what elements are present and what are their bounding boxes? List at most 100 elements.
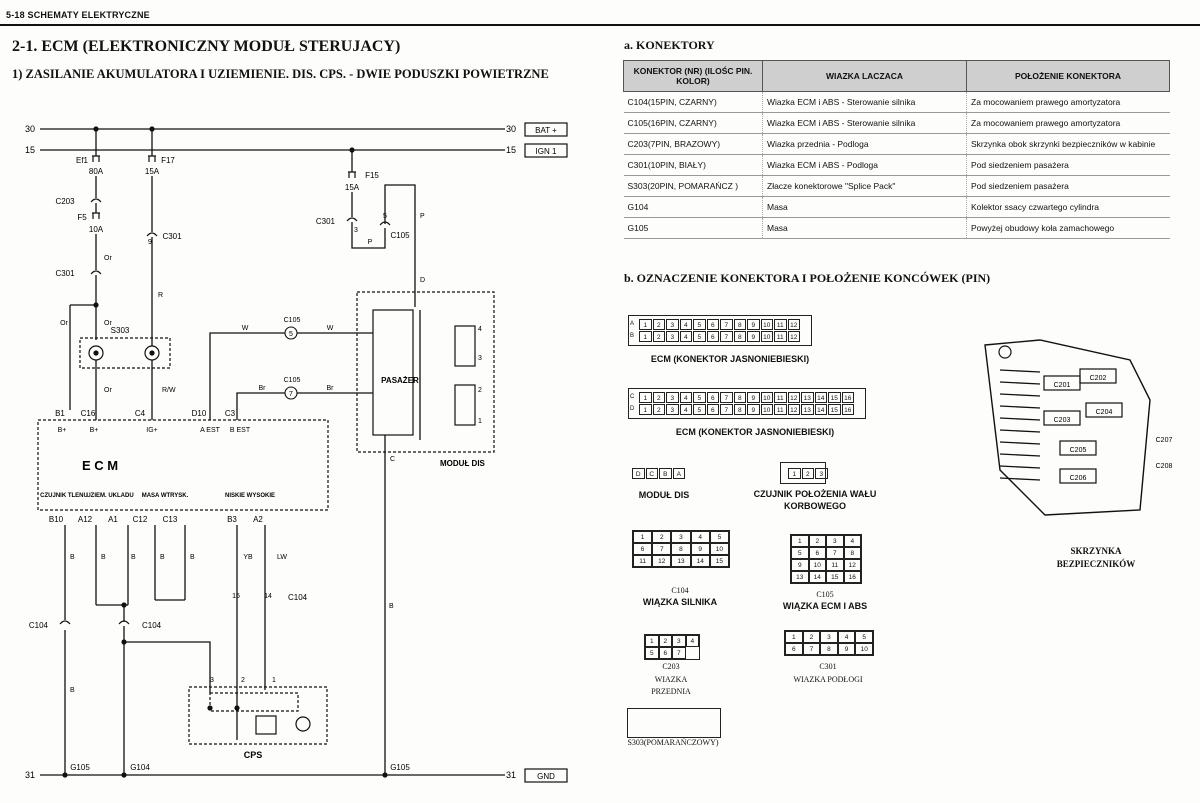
ecm-pin: B10 — [49, 515, 64, 524]
wire-label: B — [389, 603, 394, 610]
pin: 11 — [774, 319, 787, 330]
pin: 2 — [652, 392, 665, 403]
fuse-symbol — [148, 155, 156, 162]
pin: 7 — [720, 331, 733, 342]
table-row: S303(20PIN, POMARAŃCZ )Złacze konektorow… — [623, 175, 1170, 197]
wire-label: P — [420, 213, 425, 220]
pin: 8 — [843, 547, 861, 559]
pin: 3 — [672, 635, 686, 647]
pin: 13 — [791, 571, 809, 583]
pin: 2 — [652, 331, 665, 342]
fuse-amp: 15A — [345, 183, 360, 192]
conn-label: C301 — [55, 269, 75, 278]
row-letter: B — [630, 333, 635, 339]
fusebox-label: C206 — [1070, 475, 1087, 482]
rail-label: 15 — [25, 145, 35, 155]
pin: 12 — [787, 331, 800, 342]
ecm-input: A EST — [200, 427, 221, 434]
connector-symbol — [90, 270, 102, 275]
pin: 9 — [747, 331, 760, 342]
fuse-slot — [999, 441, 1041, 445]
fusebox-label: C204 — [1096, 409, 1113, 416]
pin: 3 — [666, 392, 679, 403]
fuse-slot — [999, 393, 1041, 397]
fuse-amp: 15A — [145, 167, 160, 176]
wire-label: LW — [277, 554, 287, 561]
gear-icon — [295, 716, 311, 732]
fusebox-bolt-icon — [998, 345, 1012, 359]
pin: 3 — [671, 531, 691, 543]
junction-dot — [121, 772, 127, 778]
pin: 9 — [837, 643, 856, 655]
pin: 11 — [633, 555, 653, 567]
pin: 10 — [760, 404, 773, 415]
pin: 11 — [774, 404, 787, 415]
ecm-group: MASA WTRYSK. — [142, 493, 189, 499]
pin: 5 — [693, 392, 706, 403]
pin: 13 — [801, 392, 814, 403]
conn-node — [284, 386, 298, 400]
pin: 4 — [679, 319, 692, 330]
pin: 7 — [826, 547, 844, 559]
pin: A — [672, 468, 685, 479]
pin: 5 — [693, 404, 706, 415]
ecm-pin: D10 — [192, 409, 207, 418]
conn-node — [284, 326, 298, 340]
pin: 1 — [788, 468, 801, 479]
coil-2 — [454, 384, 476, 426]
page-header: 5-18 SCHEMATY ELEKTRYCZNE — [6, 10, 150, 20]
fuse-slot — [999, 417, 1041, 421]
ecm2-caption: ECM (KONEKTOR JASNONIEBIESKI) — [675, 427, 835, 437]
pin: 5 — [791, 547, 809, 559]
pin: 3 — [666, 331, 679, 342]
ecm-title: E C M — [82, 458, 118, 473]
pin-num: 7 — [289, 391, 293, 398]
cps-inner — [209, 692, 299, 712]
pin: 1 — [785, 631, 803, 643]
ecm-pin: C16 — [81, 409, 96, 418]
fuse-slot — [999, 405, 1041, 409]
table-cell: Powyżej obudowy koła zamachowego — [966, 217, 1170, 239]
wire-label: B — [101, 554, 106, 561]
ecm-input: B EST — [230, 427, 251, 434]
pin: 3 — [815, 468, 828, 479]
coil-1 — [454, 325, 476, 367]
pin: 16 — [841, 404, 854, 415]
row-letter: C — [630, 394, 635, 400]
pin: 8 — [733, 392, 746, 403]
fusebox-label: C203 — [1054, 417, 1071, 424]
table-cell: Masa — [762, 196, 967, 218]
pin: 4 — [690, 531, 710, 543]
fusebox-label: C207 — [1156, 437, 1173, 444]
c104-subcaption: WIĄZKA SILNIKA — [642, 597, 718, 607]
pin: 2 — [652, 319, 665, 330]
wire-label: R — [158, 292, 163, 299]
pin: 8 — [733, 331, 746, 342]
connector-symbol — [118, 620, 130, 625]
pin: 6 — [658, 647, 672, 659]
ecm1-caption: ECM (KONEKTOR JASNONIEBIESKI) — [650, 354, 810, 364]
pin: 5 — [693, 331, 706, 342]
fusebox-label: C205 — [1070, 447, 1087, 454]
fusebox-connector — [1079, 368, 1117, 384]
modul-dis-box — [356, 291, 495, 453]
pin: 10 — [760, 392, 773, 403]
pin: 12 — [652, 555, 672, 567]
s303-splice-box — [79, 337, 171, 369]
fusebox-label: C202 — [1090, 375, 1107, 382]
conn-label: S303 — [111, 326, 130, 335]
pin: 6 — [633, 543, 653, 555]
pin: 6 — [706, 331, 719, 342]
c105-subcaption: WIĄZKA ECM I ABS — [782, 601, 868, 611]
pin-num: 3 — [210, 677, 214, 684]
pin: 12 — [787, 319, 800, 330]
pin: 9 — [690, 543, 710, 555]
ecm-group: CZUJNIK TLENU — [40, 493, 88, 499]
table-row: C104(15PIN, CZARNY)Wiazka ECM i ABS - St… — [623, 91, 1170, 113]
wire-w — [209, 332, 373, 420]
gnd-label: GND — [537, 772, 555, 781]
